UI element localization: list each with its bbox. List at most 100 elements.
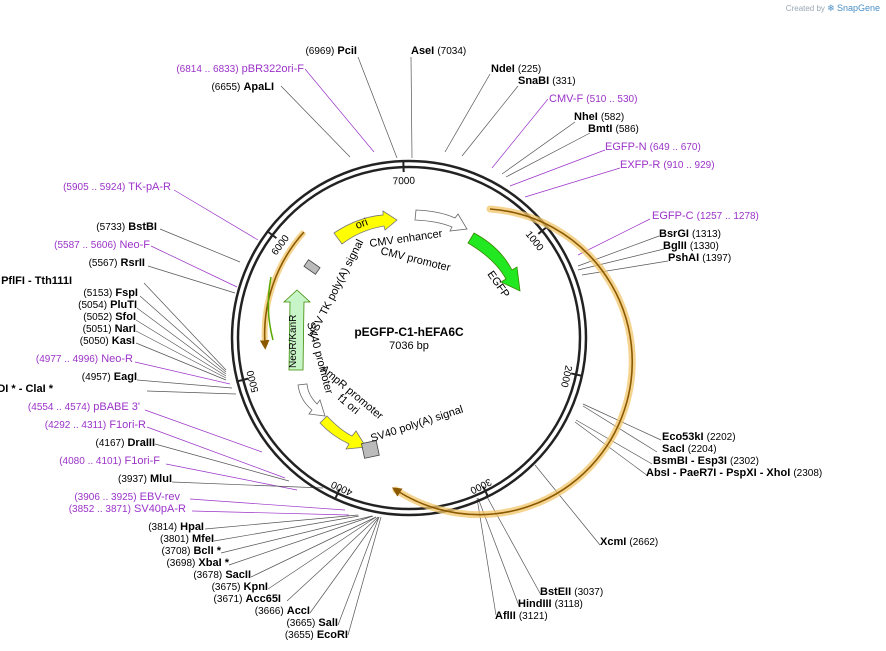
site-position: (3671) bbox=[214, 594, 243, 605]
primer-name: EBV-rev bbox=[140, 491, 181, 503]
site-name: PshAI bbox=[668, 252, 699, 264]
primer-label: (4977 .. 4996) Neo-R bbox=[36, 353, 133, 365]
site-name: BglII bbox=[663, 240, 687, 252]
site-position: (7034) bbox=[437, 46, 466, 57]
site-label: BmtI (586) bbox=[588, 123, 639, 135]
primer-label: (5587 .. 5606) Neo-F bbox=[54, 239, 150, 251]
site-name-extra: - Esp3I bbox=[688, 455, 727, 467]
site-label: AseI (7034) bbox=[411, 45, 466, 57]
primer-range: (1257 .. 1278) bbox=[697, 211, 759, 222]
site-name: AflII bbox=[495, 610, 516, 622]
tick-label: 1000 bbox=[523, 229, 546, 254]
site-position: (3665) bbox=[286, 618, 315, 629]
site-label: (3665) SalI bbox=[286, 617, 338, 629]
site-label: (3801) MfeI bbox=[160, 533, 214, 545]
primer-range: (6814 .. 6833) bbox=[176, 64, 238, 75]
primer-range: (4554 .. 4574) bbox=[28, 402, 90, 413]
site-position: (2662) bbox=[629, 537, 658, 548]
egfp-feature bbox=[467, 232, 521, 292]
primer-name: TK-pA-R bbox=[128, 181, 171, 193]
tick-mark bbox=[537, 226, 548, 235]
site-name: HindIII bbox=[518, 598, 552, 610]
ampr-promoter-feature bbox=[297, 383, 326, 417]
ori-feature bbox=[333, 210, 398, 245]
site-name: NdeI bbox=[491, 63, 515, 75]
primer-range: (4292 .. 4311) bbox=[45, 420, 107, 431]
site-name: BsrGI bbox=[659, 228, 689, 240]
primer-name: Neo-R bbox=[101, 353, 133, 365]
tick-mark bbox=[267, 230, 278, 239]
features bbox=[282, 209, 521, 459]
plasmid-name: pEGFP-C1-hEFA6C bbox=[354, 325, 464, 339]
site-position: (4957) bbox=[82, 372, 111, 383]
site-name: MfeI bbox=[192, 533, 214, 545]
site-name: BsmBI bbox=[653, 455, 688, 467]
sv40-polya-feature bbox=[361, 440, 380, 459]
site-label: Eco53kI (2202) bbox=[662, 431, 736, 443]
site-name: Acc65I bbox=[246, 593, 281, 605]
primer-label: (5905 .. 5924) TK-pA-R bbox=[63, 181, 171, 193]
primer-name: EGFP-C bbox=[652, 210, 694, 222]
primer-range: (3906 .. 3925) bbox=[74, 492, 136, 503]
primer-label: CMV-F (510 .. 530) bbox=[549, 93, 637, 105]
primer-name: Neo-F bbox=[119, 239, 150, 251]
site-name: EagI bbox=[114, 371, 137, 383]
label-sv40-promoter: SV40 promoter bbox=[304, 321, 335, 396]
site-name: XcmI bbox=[600, 536, 626, 548]
plasmid-length: 7036 bp bbox=[389, 340, 429, 352]
site-position: (4167) bbox=[96, 438, 125, 449]
site-label: (3666) AccI bbox=[255, 605, 310, 617]
snapgene-credit: Created by ❄ SnapGene bbox=[786, 3, 880, 14]
tick-mark bbox=[482, 486, 489, 497]
site-name: NarI bbox=[115, 323, 136, 335]
site-label: (3708) BclI * bbox=[162, 545, 222, 557]
site-name-extra: - PaeR7I - PspXI - XhoI bbox=[670, 467, 790, 479]
site-label: BsmBI - Esp3I (2302) bbox=[653, 455, 759, 467]
site-name: SacII bbox=[225, 569, 251, 581]
site-name: DraIII bbox=[127, 437, 155, 449]
primer-label: EGFP-C (1257 .. 1278) bbox=[652, 210, 759, 222]
site-label: (5052) SfoI bbox=[83, 311, 136, 323]
site-position: (3121) bbox=[519, 611, 548, 622]
site-label: (3678) SacII bbox=[193, 569, 251, 581]
site-label: HindIII (3118) bbox=[518, 598, 583, 610]
site-name: SnaBI bbox=[518, 75, 549, 87]
site-label: SnaBI (331) bbox=[518, 75, 576, 87]
site-position: (6655) bbox=[211, 82, 240, 93]
site-name: KpnI bbox=[244, 581, 268, 593]
tick-label: 5000 bbox=[245, 369, 261, 394]
primer-range: (5587 .. 5606) bbox=[54, 240, 116, 251]
site-position: (2202) bbox=[707, 432, 736, 443]
site-position: (5567) bbox=[89, 258, 118, 269]
label-sv40-polya: SV40 poly(A) signal bbox=[369, 404, 465, 445]
site-name: AseI bbox=[411, 45, 434, 57]
site-label: (5169) PflFI - Tth111I bbox=[0, 275, 72, 287]
label-cmv-enhancer: CMV enhancer bbox=[369, 228, 444, 250]
site-label: (5733) BstBI bbox=[96, 221, 157, 233]
site-label: (5567) RsrII bbox=[89, 257, 145, 269]
site-position: (5050) bbox=[80, 336, 109, 347]
site-position: (3666) bbox=[255, 606, 284, 617]
site-label: AflII (3121) bbox=[495, 610, 548, 622]
tick-mark bbox=[237, 377, 249, 383]
site-position: (3937) bbox=[118, 474, 147, 485]
site-position: (3801) bbox=[160, 534, 189, 545]
site-label: BsrGI (1313) bbox=[659, 228, 721, 240]
tick-label: 2000 bbox=[558, 364, 574, 389]
site-position: (3678) bbox=[193, 570, 222, 581]
tick-label: 4000 bbox=[329, 478, 354, 497]
site-position: (3675) bbox=[212, 582, 241, 593]
site-position: (5051) bbox=[83, 324, 112, 335]
tick-mark bbox=[334, 488, 341, 500]
site-position: (1313) bbox=[692, 229, 721, 240]
site-name: MluI bbox=[150, 473, 172, 485]
site-position: (1397) bbox=[702, 253, 731, 264]
backbone-inner bbox=[236, 165, 582, 511]
site-name: AccI bbox=[287, 605, 310, 617]
site-name: BclI * bbox=[193, 545, 221, 557]
site-position: (331) bbox=[552, 76, 575, 87]
primer-name: F1ori-F bbox=[125, 455, 161, 467]
tick-mark bbox=[570, 372, 583, 377]
